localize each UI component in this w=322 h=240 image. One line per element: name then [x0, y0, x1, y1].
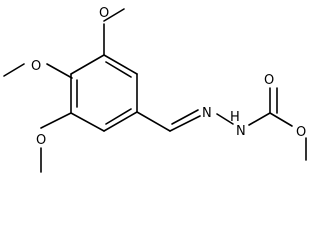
ring-double-2	[105, 108, 132, 125]
bond-o-bottom-ring	[40, 112, 72, 129]
atom-o-ester: O	[296, 125, 306, 140]
ring-bond-3	[103, 111, 138, 132]
ring-bond-6	[70, 54, 105, 75]
bond-methyl-left	[3, 63, 25, 77]
bond-nh-carbonyl	[248, 112, 271, 126]
bond-ch-n	[169, 115, 201, 132]
atom-nh-n: N	[236, 124, 246, 139]
atom-n-imine: N	[202, 106, 212, 121]
atom-nh-h: H	[230, 110, 240, 125]
bond-o-left-ring	[46, 63, 73, 79]
atom-o-top: O	[99, 6, 109, 21]
bond-n-nh	[216, 113, 234, 125]
structure-diagram: O O O N H N O O	[3, 6, 307, 173]
bond-methyl-top	[103, 8, 125, 22]
bond-c-o-ester	[269, 112, 293, 127]
bond-ring-ch	[136, 111, 171, 132]
bond-ch-n-double	[171, 109, 199, 125]
ring-bond-4	[70, 112, 105, 132]
atom-o-left: O	[31, 59, 41, 74]
atom-o-carbonyl: O	[264, 73, 274, 88]
ring-bond-1	[103, 54, 138, 75]
atom-o-bottom: O	[36, 133, 46, 148]
ring-double-1	[105, 61, 132, 78]
